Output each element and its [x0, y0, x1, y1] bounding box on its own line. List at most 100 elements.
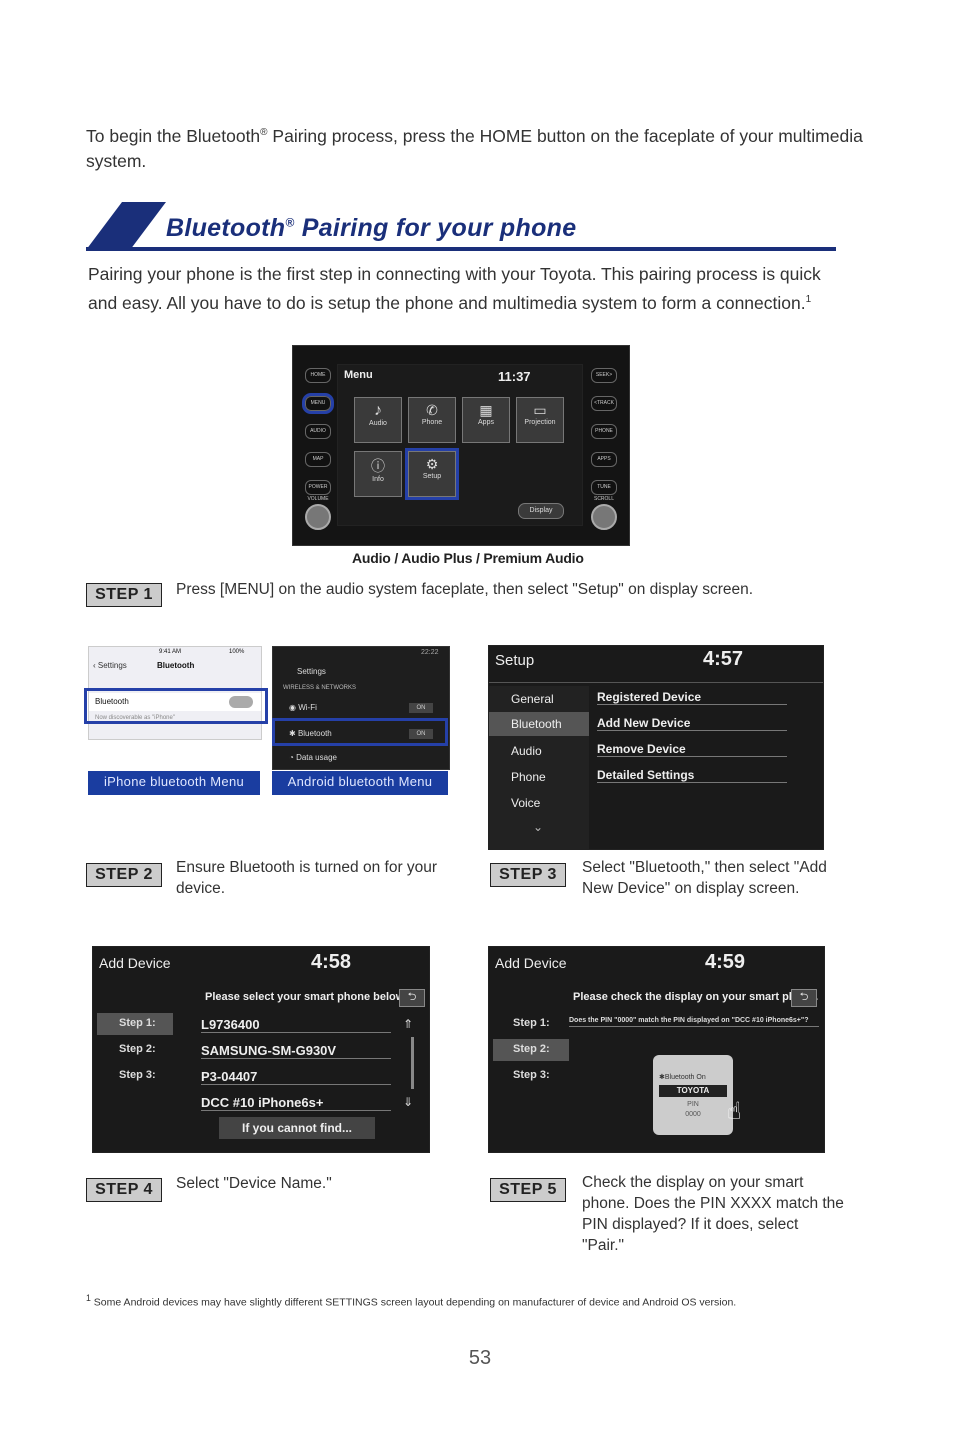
iphone-battery: 100% [229, 649, 245, 655]
phone-button: PHONE [591, 424, 617, 439]
tile-projection: ▭Projection [516, 397, 564, 443]
scrollbar [411, 1037, 414, 1089]
step-3-badge: STEP 3 [490, 863, 566, 887]
setup-left-pane: General Bluetooth Audio Phone Voice ⌄ [489, 686, 589, 849]
android-section: WIRELESS & NETWORKS [283, 685, 357, 691]
popup-bt: ✱Bluetooth On [659, 1074, 706, 1081]
step-5-badge: STEP 5 [490, 1178, 566, 1202]
ad2-step-3: Step 3: [513, 1069, 550, 1081]
section-paragraph: Pairing your phone is the first step in … [88, 264, 821, 313]
device-item-2: SAMSUNG-SM-G930V [201, 1043, 391, 1059]
map-button: MAP [305, 452, 331, 467]
add-device-screenshot-1: Add Device 4:58 Step 1: Step 2: Step 3: … [92, 946, 430, 1153]
back-icon-2: ⮌ [791, 989, 817, 1007]
cannot-find-button: If you cannot find... [219, 1117, 375, 1139]
android-bt: ✱ Bluetooth [289, 729, 332, 738]
step-4-text: Select "Device Name." [176, 1175, 332, 1192]
android-menu-label: Android bluetooth Menu [272, 771, 448, 795]
power-volume-button: POWER VOLUME [305, 480, 331, 502]
popup-pin-label: PIN [687, 1101, 699, 1108]
android-time: 22:22 [421, 649, 439, 656]
ad2-step-1: Step 1: [513, 1017, 550, 1029]
intro-text: To begin the Bluetooth® Pairing process,… [86, 125, 863, 171]
tile-phone: ✆Phone [408, 397, 456, 443]
add-device-clock-1: 4:58 [311, 951, 352, 973]
step-2-highlight-2 [493, 1039, 569, 1061]
page-number: 53 [468, 1347, 492, 1369]
setup-audio: Audio [511, 744, 542, 758]
back-icon: ⮌ [399, 989, 425, 1007]
popup-pin: 0000 [685, 1111, 701, 1118]
step-1-highlight-1 [97, 1013, 173, 1035]
tune-scroll-button: TUNE SCROLL [591, 480, 617, 502]
add-device-title-2: Add Device [495, 955, 567, 971]
iphone-time: 9:41 AM [159, 649, 182, 655]
iphone-bt-label: Bluetooth [95, 697, 129, 706]
head-unit-screen: Menu 11:37 ♪Audio ✆Phone ▦Apps ▭Projecti… [337, 364, 583, 526]
android-screenshot: 22:22 Settings WIRELESS & NETWORKS ◉ Wi-… [272, 646, 450, 770]
step-3-text: Select "Bluetooth," then select "Add New… [582, 859, 827, 897]
scroll-down-icon: ⌄ [533, 820, 544, 834]
android-highlight [272, 718, 448, 746]
tile-apps: ▦Apps [462, 397, 510, 443]
android-wifi-switch: ON [409, 703, 433, 713]
hand-pointer-icon: ☝ [727, 1098, 742, 1125]
registered-device-item: Registered Device [597, 690, 787, 705]
iphone-menu-label: iPhone bluetooth Menu [88, 771, 260, 795]
setup-screenshot: Setup 4:57 General Bluetooth Audio Phone… [488, 645, 824, 850]
add-device-clock-2: 4:59 [705, 951, 746, 973]
audio-button: AUDIO [305, 424, 331, 439]
seek-button: SEEK> [591, 368, 617, 383]
step-5-text: Check the display on your smart phone. D… [582, 1174, 844, 1254]
popup-name: TOYOTA [659, 1085, 727, 1097]
ad1-step-3: Step 3: [119, 1069, 156, 1081]
ad1-step-2: Step 2: [119, 1043, 156, 1055]
track-button: <TRACK [591, 396, 617, 411]
add-device-screenshot-2: Add Device 4:59 Step 1: Step 2: Step 3: … [488, 946, 825, 1153]
scroll-down-arrow-icon: ⇓ [403, 1095, 414, 1109]
footnote: 1 Some Android devices may have slightly… [86, 1293, 737, 1309]
clock: 11:37 [498, 369, 531, 384]
android-title: Settings [297, 667, 326, 676]
step-4-badge: STEP 4 [86, 1178, 162, 1202]
detailed-settings-item: Detailed Settings [597, 768, 787, 783]
head-unit-caption: Audio / Audio Plus / Premium Audio [352, 550, 584, 566]
setup-title: Setup [495, 652, 535, 669]
step-1-text: Press [MENU] on the audio system facepla… [176, 581, 754, 598]
home-button: HOME [305, 368, 331, 383]
menu-title: Menu [344, 369, 373, 381]
device-item-4: DCC #10 iPhone6s+ [201, 1095, 391, 1111]
ad2-step-2: Step 2: [513, 1043, 550, 1055]
head-unit-image: HOME MENU AUDIO MAP POWER VOLUME SEEK> <… [292, 345, 630, 546]
tile-audio: ♪Audio [354, 397, 402, 443]
iphone-bt-toggle [229, 696, 253, 708]
step-2-text: Ensure Bluetooth is turned on for your d… [176, 859, 438, 897]
setup-general: General [511, 692, 554, 706]
iphone-discoverable: Now discoverable as "iPhone" [95, 715, 175, 721]
section-title: Bluetooth® Pairing for your phone [166, 214, 577, 242]
iphone-highlight [84, 688, 268, 724]
banner-underline [86, 247, 836, 251]
setup-voice: Voice [511, 796, 541, 810]
menu-button: MENU [302, 393, 334, 414]
android-wifi: ◉ Wi-Fi [289, 703, 317, 712]
iphone-bt-row: Bluetooth [89, 693, 261, 711]
device-item-3: P3-04407 [201, 1069, 391, 1085]
tile-setup: ⚙Setup [405, 448, 459, 500]
android-bt-switch: ON [409, 729, 433, 739]
setup-phone: Phone [511, 770, 546, 784]
apps-button: APPS [591, 452, 617, 467]
tune-knob [591, 504, 617, 530]
select-phone-prompt: Please select your smart phone below. [205, 991, 407, 1003]
display-button: Display [518, 503, 564, 519]
add-device-title-1: Add Device [99, 955, 171, 971]
setup-divider [489, 682, 823, 683]
phone-popup: ✱Bluetooth On TOYOTA PIN 0000 [653, 1055, 733, 1135]
check-display-prompt: Please check the display on your smart p… [573, 991, 819, 1003]
ad1-step-1: Step 1: [119, 1017, 156, 1029]
iphone-title: Bluetooth [157, 661, 195, 670]
device-item-1: L9736400 [201, 1017, 391, 1033]
iphone-back: ‹ Settings [93, 661, 127, 670]
step-2-badge: STEP 2 [86, 863, 162, 887]
